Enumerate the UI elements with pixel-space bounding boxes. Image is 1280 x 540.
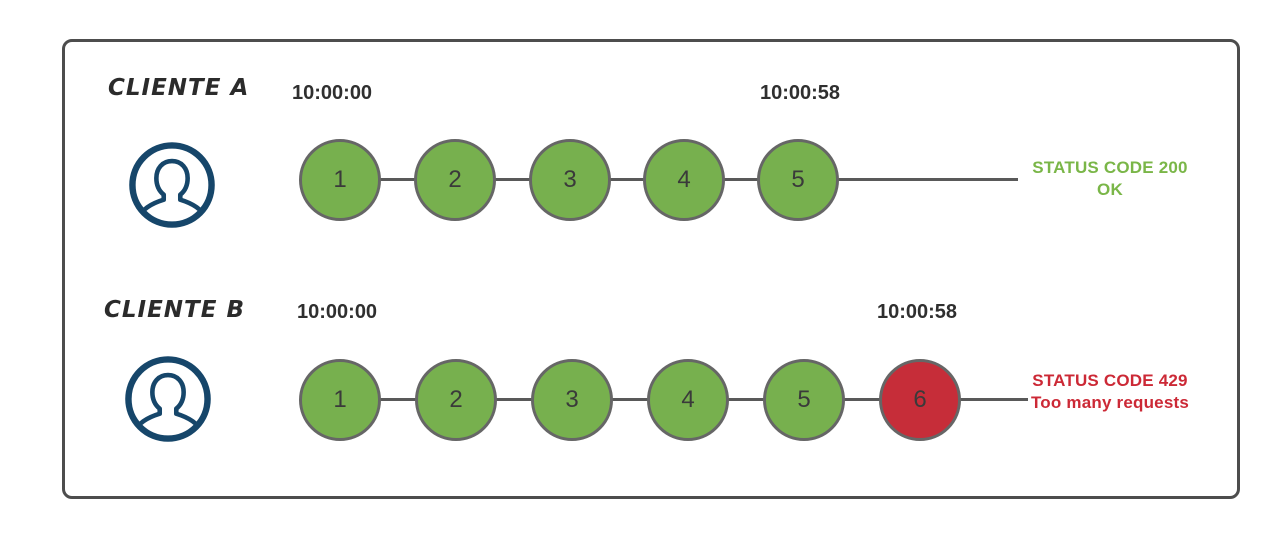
request-number: 6	[913, 386, 927, 413]
request-node: 1	[299, 139, 381, 221]
status-text: STATUS CODE 200 OK	[1026, 157, 1194, 201]
user-icon	[129, 142, 215, 228]
client-b-label: CLIENTE B	[104, 297, 245, 323]
status-message-line: OK	[1097, 180, 1123, 199]
request-number: 2	[449, 386, 463, 413]
user-icon	[125, 356, 211, 442]
request-node: 2	[414, 139, 496, 221]
status-message-line: Too many requests	[1030, 393, 1189, 412]
request-number: 1	[333, 166, 347, 193]
end-time-label: 10:00:58	[759, 82, 841, 104]
request-node: 5	[763, 359, 845, 441]
request-node: 3	[531, 359, 613, 441]
diagram-frame	[62, 39, 1240, 499]
request-node: 2	[415, 359, 497, 441]
start-time-label: 10:00:00	[292, 82, 373, 104]
request-number: 3	[563, 166, 577, 193]
request-node-blocked: 6	[879, 359, 961, 441]
request-node: 4	[647, 359, 729, 441]
request-node: 1	[299, 359, 381, 441]
request-number: 5	[791, 166, 805, 193]
start-time-label: 10:00:00	[297, 301, 378, 323]
request-number: 3	[565, 386, 579, 413]
status-text: STATUS CODE 429 Too many requests	[1026, 370, 1194, 414]
request-node: 4	[643, 139, 725, 221]
end-time-label: 10:00:58	[876, 301, 958, 323]
status-code-line: STATUS CODE 429	[1032, 371, 1188, 390]
request-number: 4	[677, 166, 691, 193]
client-a-label: CLIENTE A	[108, 75, 250, 101]
request-number: 1	[333, 386, 347, 413]
request-number: 5	[797, 386, 811, 413]
request-number: 2	[448, 166, 462, 193]
request-node: 5	[757, 139, 839, 221]
status-code-line: STATUS CODE 200	[1032, 158, 1188, 177]
request-number: 4	[681, 386, 695, 413]
request-node: 3	[529, 139, 611, 221]
